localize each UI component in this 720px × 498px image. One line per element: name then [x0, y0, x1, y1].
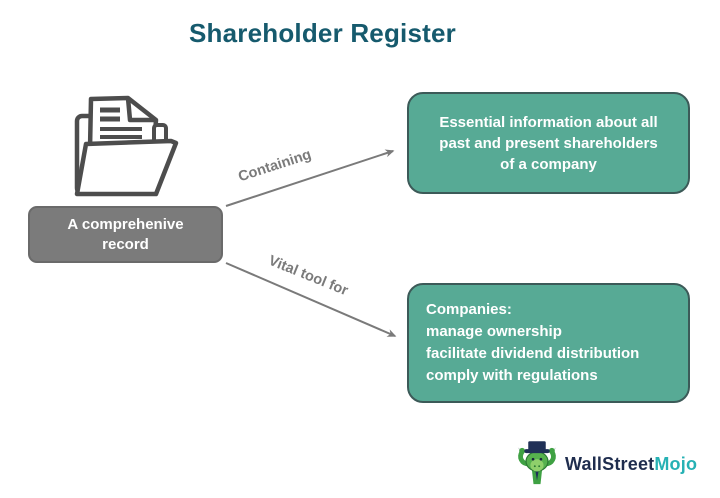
info-box-line: Essential information about all — [439, 113, 658, 131]
companies-box-line: manage ownership — [426, 323, 562, 340]
logo-text-wallstreet: WallStreet — [565, 453, 655, 474]
page-title: Shareholder Register — [189, 18, 456, 48]
source-record-line: A comprehenive — [67, 215, 184, 233]
companies-uses-box: Companies: manage ownership facilitate d… — [407, 283, 690, 403]
source-record-line: record — [102, 235, 149, 253]
info-box-line: past and present shareholders — [439, 134, 658, 152]
logo-text-mojo: Mojo — [654, 453, 698, 474]
companies-box-line: Companies: — [426, 301, 512, 318]
arrow-label-containing: Containing — [236, 146, 314, 186]
info-box-line: of a company — [500, 155, 597, 173]
source-record-box: A comprehenive record — [28, 206, 223, 263]
essential-information-box: Essential information about all past and… — [407, 92, 690, 194]
folder-documents-icon — [74, 95, 179, 197]
companies-box-line: comply with regulations — [426, 367, 598, 384]
logo-wordmark: WallStreetMojo — [565, 454, 697, 475]
bull-mascot-icon — [517, 441, 557, 485]
wallstreetmojo-logo: WallStreetMojo — [516, 438, 697, 490]
arrow-label-vital-tool: Vital tool for — [266, 252, 351, 300]
companies-box-line: facilitate dividend distribution — [426, 345, 640, 362]
